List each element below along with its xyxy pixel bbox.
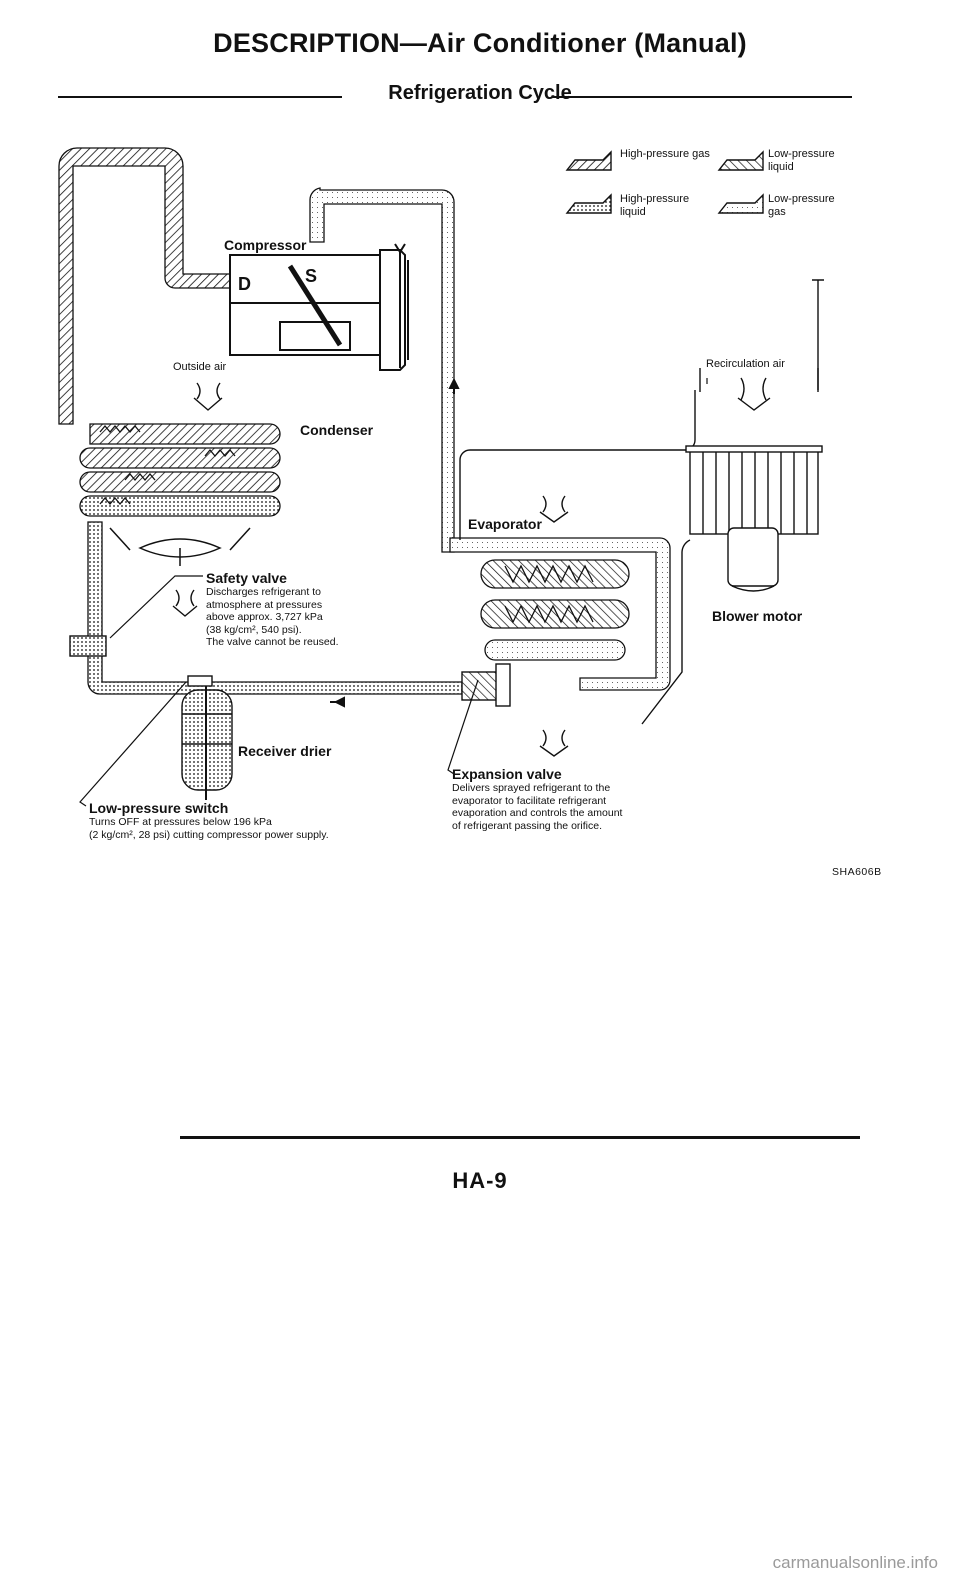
blower-motor-label: Blower motor bbox=[712, 608, 802, 624]
page-number: HA-9 bbox=[0, 1168, 960, 1194]
blower-fan bbox=[686, 446, 822, 534]
swatch-low-pressure-liquid bbox=[719, 152, 763, 170]
expansion-valve-title: Expansion valve bbox=[452, 766, 692, 782]
safety-valve-line-2: atmosphere at pressures bbox=[206, 599, 406, 612]
footer-rule bbox=[180, 1136, 860, 1139]
compressor-body bbox=[230, 244, 408, 370]
compressor-label: Compressor bbox=[224, 237, 306, 253]
cooled-air-arrow-icon bbox=[540, 730, 568, 756]
recirculation-air-arrow-icon bbox=[738, 378, 770, 410]
discharge-port-label: D bbox=[238, 274, 251, 295]
watermark: carmanualsonline.info bbox=[773, 1553, 938, 1573]
low-pressure-switch-callout: Low-pressure switch Turns OFF at pressur… bbox=[89, 800, 409, 841]
expansion-valve-line-3: evaporation and controls the amount bbox=[452, 807, 692, 820]
condenser-coil bbox=[80, 424, 280, 516]
evaporator-label: Evaporator bbox=[468, 516, 542, 532]
expansion-valve-line-1: Delivers sprayed refrigerant to the bbox=[452, 782, 692, 795]
suction-port-label: S bbox=[305, 266, 317, 287]
safety-valve bbox=[70, 636, 106, 656]
receiver-drier-label: Receiver drier bbox=[238, 743, 331, 759]
flow-arrow-right-icon bbox=[330, 698, 344, 706]
figure-code: SHA606B bbox=[832, 866, 882, 878]
legend-low-pressure-gas: Low-pressure gas bbox=[768, 193, 850, 218]
expansion-valve-line-2: evaporator to facilitate refrigerant bbox=[452, 795, 692, 808]
recirculation-air-label: Recirculation air bbox=[706, 358, 785, 371]
recirculation-duct bbox=[700, 280, 824, 392]
safety-valve-line-3: above approx. 3,727 kPa bbox=[206, 611, 406, 624]
expansion-valve bbox=[462, 664, 510, 706]
legend-high-pressure-liquid: High-pressure liquid bbox=[620, 193, 710, 218]
low-pressure-switch-line-2: (2 kg/cm², 28 psi) cutting compressor po… bbox=[89, 829, 409, 842]
outside-air-arrow-icon bbox=[194, 383, 222, 410]
safety-valve-callout: Safety valve Discharges refrigerant to a… bbox=[206, 570, 406, 649]
safety-valve-line-5: The valve cannot be reused. bbox=[206, 636, 406, 649]
low-pressure-switch-line-1: Turns OFF at pressures below 196 kPa bbox=[89, 816, 409, 829]
outside-air-label: Outside air bbox=[173, 361, 226, 374]
legend-low-pressure-liquid: Low-pressure liquid bbox=[768, 148, 850, 173]
low-pressure-switch-title: Low-pressure switch bbox=[89, 800, 409, 816]
evaporator-air-arrow-icon bbox=[540, 496, 568, 522]
high-pressure-gas-line bbox=[59, 148, 235, 424]
condenser-label: Condenser bbox=[300, 422, 373, 438]
expansion-valve-line-4: of refrigerant passing the orifice. bbox=[452, 820, 692, 833]
expansion-valve-callout: Expansion valve Delivers sprayed refrige… bbox=[452, 766, 692, 832]
receiver-drier bbox=[182, 676, 232, 800]
safety-valve-line-4: (38 kg/cm², 540 psi). bbox=[206, 624, 406, 637]
safety-valve-line-1: Discharges refrigerant to bbox=[206, 586, 406, 599]
swatch-high-pressure-liquid bbox=[567, 195, 611, 213]
evaporator-coil bbox=[481, 560, 629, 660]
condenser-fan-icon bbox=[110, 528, 250, 566]
safety-valve-discharge-arrow-icon bbox=[170, 588, 200, 622]
swatch-high-pressure-gas bbox=[567, 152, 611, 170]
swatch-low-pressure-gas bbox=[719, 195, 763, 213]
safety-valve-title: Safety valve bbox=[206, 570, 406, 586]
legend-high-pressure-gas: High-pressure gas bbox=[620, 148, 710, 161]
